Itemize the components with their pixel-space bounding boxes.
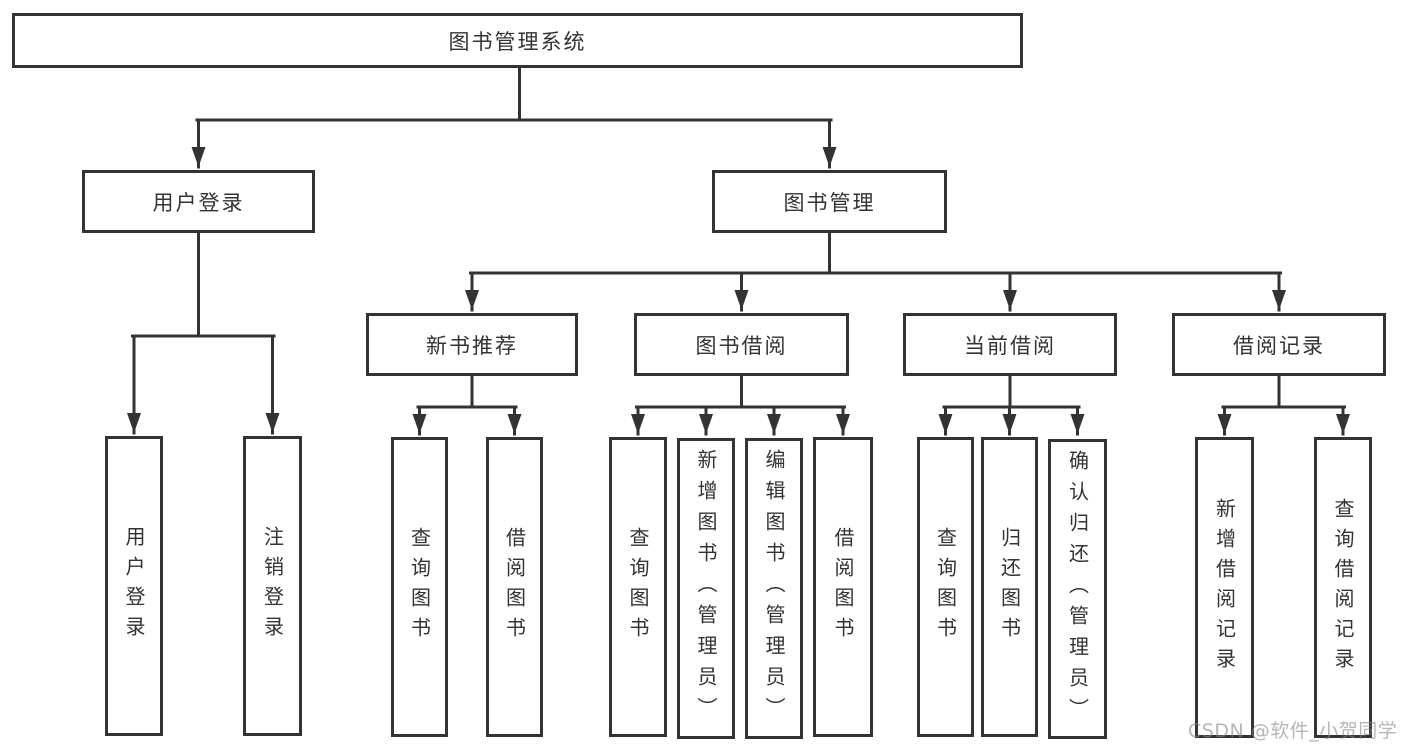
- leaf-query-book-3-label: 查询图书: [933, 527, 958, 647]
- edge-current-borrow-to-leaves: [938, 374, 1085, 436]
- node-book-mgmt: 图书管理: [712, 170, 947, 233]
- leaf-query-book-2: 查询图书: [609, 437, 667, 737]
- node-root: 图书管理系统: [12, 13, 1023, 68]
- leaf-logout-label: 注销登录: [260, 526, 285, 646]
- leaf-query-book-1-label: 查询图书: [407, 527, 432, 647]
- leaf-query-book-3: 查询图书: [917, 437, 974, 737]
- leaf-logout: 注销登录: [243, 436, 302, 736]
- edge-new-book-rec-to-leaves: [412, 374, 522, 436]
- leaf-query-book-1: 查询图书: [391, 437, 448, 737]
- leaf-borrow-book-1: 借阅图书: [486, 437, 543, 737]
- leaf-query-record: 查询借阅记录: [1314, 437, 1372, 738]
- node-book-borrow: 图书借阅: [634, 313, 849, 376]
- leaf-add-book-label: 新增图书（管理员）: [694, 449, 718, 728]
- node-borrow-record: 借阅记录: [1172, 313, 1386, 376]
- edge-user-login-to-leaves: [127, 231, 280, 435]
- node-book-mgmt-label: 图书管理: [783, 190, 876, 215]
- leaf-return-book: 归还图书: [981, 437, 1038, 737]
- leaf-confirm-return: 确认归还（管理员）: [1048, 439, 1107, 739]
- leaf-confirm-return-label: 确认归还（管理员）: [1065, 449, 1090, 729]
- leaf-borrow-book-2-label: 借阅图书: [831, 527, 855, 647]
- node-new-book-rec-label: 新书推荐: [426, 333, 518, 358]
- leaf-add-book: 新增图书（管理员）: [677, 438, 735, 739]
- node-current-borrow-label: 当前借阅: [964, 333, 1056, 358]
- node-current-borrow: 当前借阅: [903, 313, 1117, 376]
- leaf-user-login: 用户登录: [105, 436, 163, 736]
- edge-book-borrow-to-leaves: [631, 374, 850, 436]
- node-root-label: 图书管理系统: [448, 29, 587, 54]
- leaf-return-book-label: 归还图书: [997, 527, 1022, 647]
- leaf-borrow-book-1-label: 借阅图书: [502, 527, 527, 647]
- node-new-book-rec: 新书推荐: [366, 313, 578, 376]
- node-user-login: 用户登录: [82, 170, 315, 233]
- edge-book-mgmt-to-level2: [465, 231, 1286, 312]
- leaf-user-login-label: 用户登录: [122, 526, 146, 646]
- leaf-borrow-book-2: 借阅图书: [813, 437, 873, 737]
- leaf-add-record: 新增借阅记录: [1195, 437, 1254, 738]
- edge-borrow-record-to-leaves: [1217, 374, 1350, 436]
- node-borrow-record-label: 借阅记录: [1233, 333, 1325, 358]
- leaf-query-record-label: 查询借阅记录: [1331, 497, 1355, 678]
- leaf-edit-book-label: 编辑图书（管理员）: [762, 449, 786, 728]
- edge-root-to-level1: [191, 66, 837, 169]
- csdn-watermark: CSDN @软件_小贺同学: [1188, 720, 1398, 742]
- node-book-borrow-label: 图书借阅: [695, 333, 788, 358]
- leaf-edit-book: 编辑图书（管理员）: [745, 438, 803, 739]
- node-user-login-label: 用户登录: [152, 190, 245, 215]
- leaf-query-book-2-label: 查询图书: [626, 527, 650, 647]
- leaf-add-record-label: 新增借阅记录: [1212, 497, 1237, 678]
